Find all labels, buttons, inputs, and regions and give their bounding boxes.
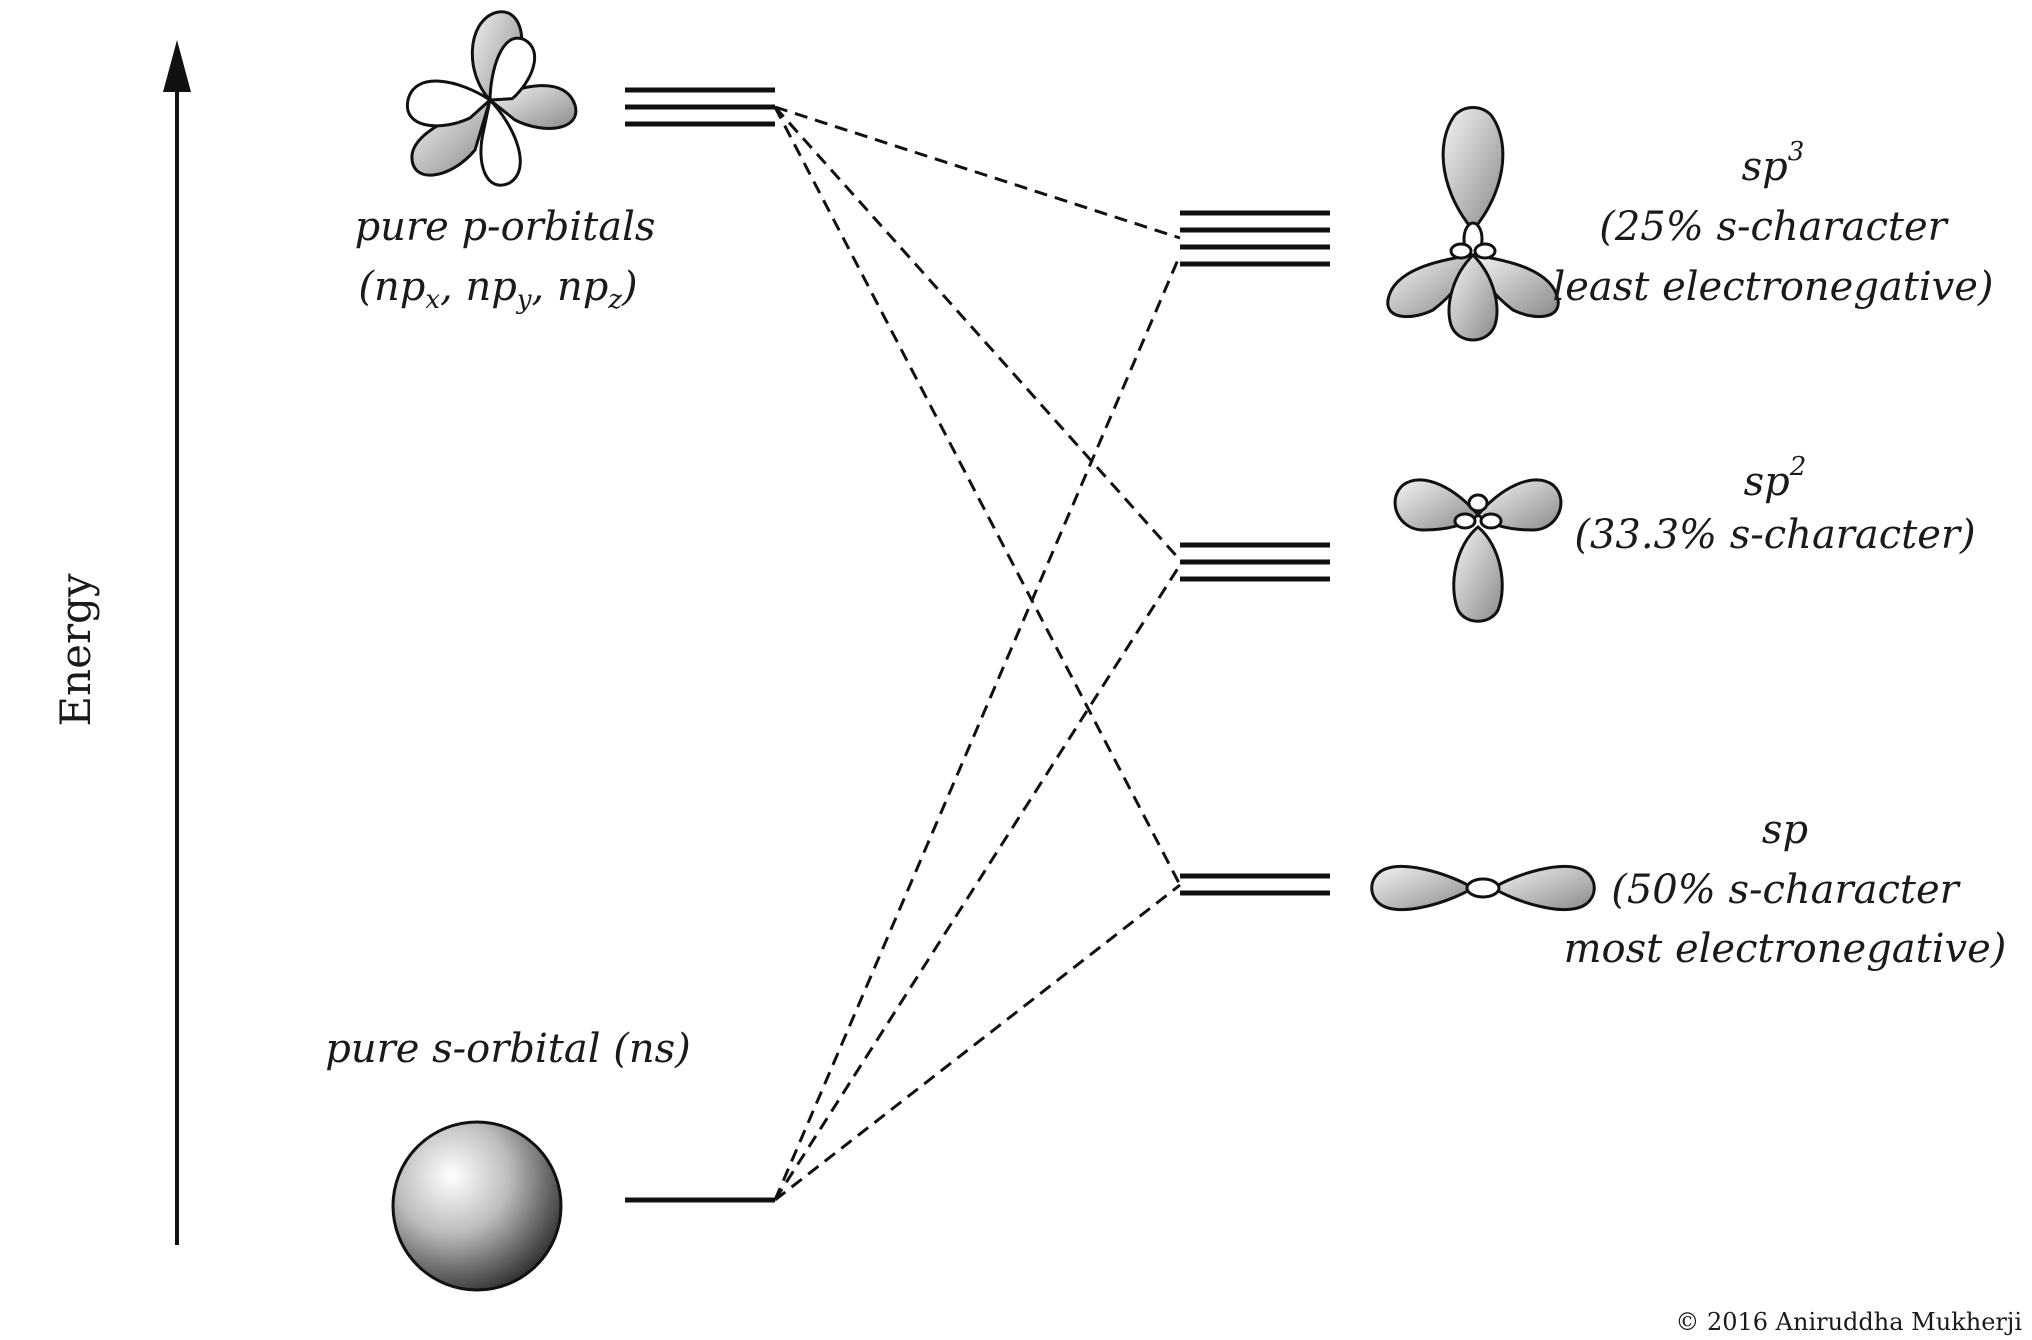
- sp2-levels: [1180, 542, 1330, 582]
- energy-axis-arrowhead: [163, 40, 191, 92]
- p-orbitals-icon: [405, 10, 578, 187]
- s-to-sp-line: [774, 883, 1181, 1202]
- energy-axis-label: Energy: [51, 573, 100, 727]
- p-to-sp-line: [773, 106, 1182, 886]
- s-to-sp3-line: [773, 254, 1182, 1201]
- s-to-sp2-line: [773, 564, 1182, 1201]
- s-orbital-label: pure s-orbital (ns): [325, 1026, 690, 1072]
- p-to-sp3-line: [774, 105, 1181, 240]
- sp2-orbital-icon: [1393, 478, 1563, 623]
- sp-orbital-icon: [1370, 865, 1596, 911]
- sp3-levels: [1180, 210, 1330, 267]
- energy-axis: Energy: [51, 40, 191, 1245]
- sp-levels: [1180, 873, 1330, 896]
- sp-line2: most electronegative): [1564, 926, 2007, 972]
- p-orbitals-label: pure p-orbitals: [355, 204, 656, 250]
- p-orbital-levels: [625, 87, 775, 127]
- sp2-title: sp2: [1744, 452, 1807, 505]
- sp-line1: (50% s-character: [1611, 867, 1961, 913]
- correlation-lines: [773, 105, 1182, 1202]
- sp-title: sp: [1762, 807, 1808, 853]
- p-to-sp2-line: [773, 106, 1182, 561]
- sp3-orbital-icon: [1386, 106, 1560, 342]
- sp3-line2: least electronegative): [1552, 264, 1993, 310]
- sp3-line1: (25% s-character: [1599, 204, 1949, 250]
- copyright-notice: © 2016 Aniruddha Mukherji: [1675, 1308, 2022, 1336]
- sp2-line1: (33.3% s-character): [1574, 512, 1975, 558]
- s-orbital-sphere-icon: [391, 1120, 563, 1292]
- sp3-title: sp3: [1742, 137, 1805, 190]
- p-orbitals-sublabel: (npx, npy, npz): [358, 264, 637, 315]
